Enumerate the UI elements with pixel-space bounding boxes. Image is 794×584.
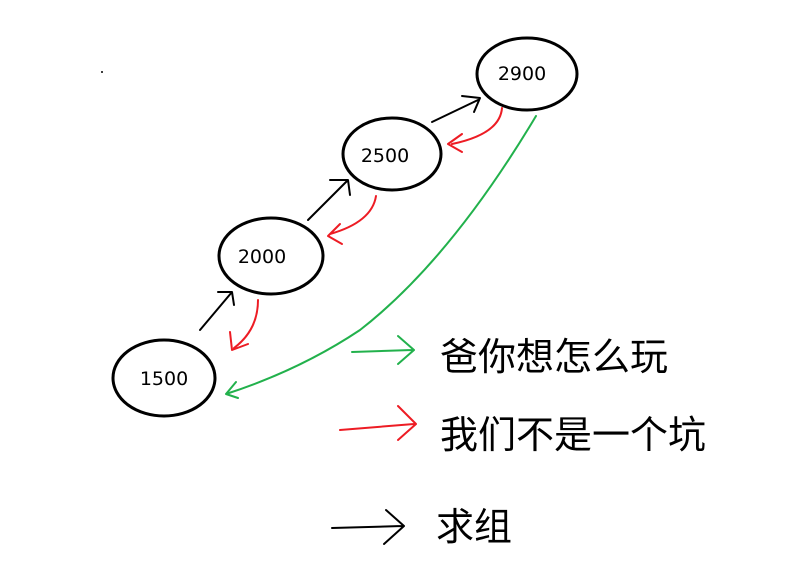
node-2900: 2900 [475,36,579,112]
green-arrow-icon [351,335,415,365]
node-2000: 2000 [217,216,325,296]
node-label: 2900 [498,63,546,85]
black-arrow-icon [331,509,405,545]
legend-label: 我们不是一个坑 [440,413,706,457]
node-label: 1500 [140,368,188,390]
down-arrow-icon [229,107,503,351]
stray-dot [101,71,103,73]
node-label: 2000 [238,246,286,268]
red-arrow-icon [339,405,417,441]
legend-label: 求组 [436,505,512,549]
node-1500: 1500 [111,338,217,418]
up-arrow-icon [199,95,481,331]
legend-item-red: 我们不是一个坑 [339,405,706,457]
legend-label: 爸你想怎么玩 [440,335,668,379]
return-arrow-icon [225,115,537,399]
legend-item-green: 爸你想怎么玩 [351,335,668,379]
node-label: 2500 [361,145,409,167]
node-2500: 2500 [341,116,443,192]
legend-item-black: 求组 [331,505,512,549]
